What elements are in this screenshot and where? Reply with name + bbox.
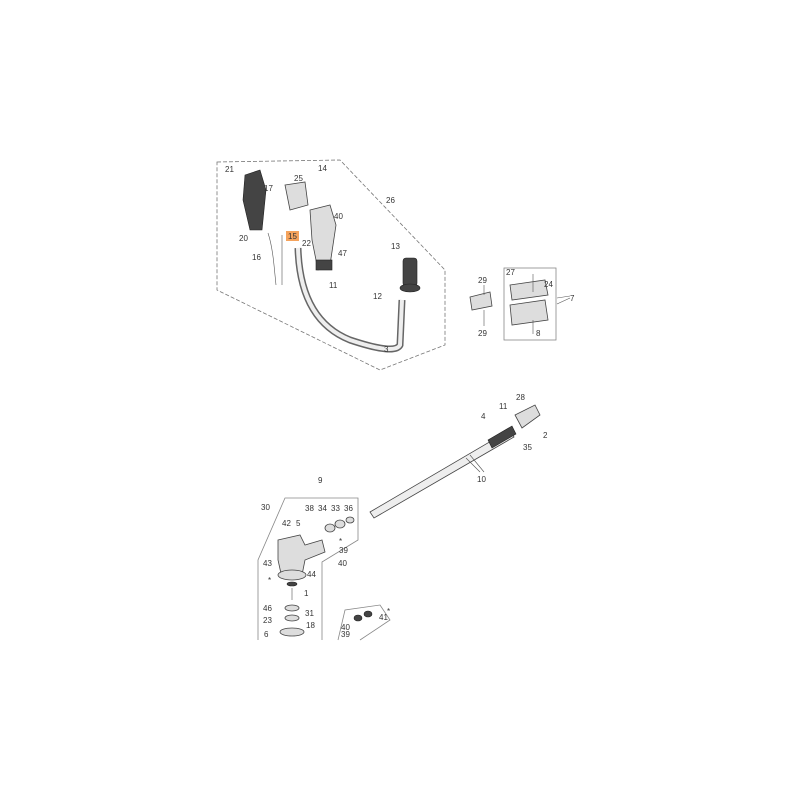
- part-label: 22: [302, 239, 311, 248]
- part-label: 33: [331, 504, 340, 513]
- part-label: *: [387, 607, 390, 616]
- part-label: 40: [341, 623, 350, 632]
- part-label: 20: [239, 234, 248, 243]
- loop-handle-tube: [294, 247, 406, 353]
- part-label: *: [339, 537, 342, 546]
- part-label: 8: [536, 329, 541, 338]
- part-label: 38: [305, 504, 314, 513]
- drive-shaft: [369, 429, 515, 519]
- part-label: 40: [338, 559, 347, 568]
- part-label: 26: [386, 196, 395, 205]
- part-label: 35: [523, 443, 532, 452]
- grip-13: [402, 257, 418, 287]
- part-label: 27: [506, 268, 515, 277]
- part-label: 4: [481, 412, 486, 421]
- part-label: 1: [304, 589, 309, 598]
- gear-group-outline: [257, 497, 359, 640]
- part-label: 13: [391, 242, 400, 251]
- part-label: 15: [288, 232, 297, 241]
- handle-half: [242, 169, 267, 231]
- part-label: 46: [263, 604, 272, 613]
- handle-base: [315, 259, 333, 271]
- part-label: 42: [282, 519, 291, 528]
- gear-subgroup-outline: [337, 604, 391, 641]
- part-label: 24: [544, 280, 553, 289]
- part-label: 6: [264, 630, 269, 639]
- shaft-grip: [487, 425, 517, 449]
- clamp-29: [469, 291, 493, 311]
- clamp-top: [509, 279, 549, 301]
- throttle-parts: [284, 181, 309, 211]
- part-label: 9: [318, 476, 323, 485]
- part-label: 31: [305, 609, 314, 618]
- spring-wire: [267, 232, 277, 286]
- grip-flange: [399, 283, 421, 293]
- part-label: 23: [263, 616, 272, 625]
- part-label: 14: [318, 164, 327, 173]
- part-label: 28: [516, 393, 525, 402]
- part-label: 17: [264, 184, 273, 193]
- part-label: 40: [334, 212, 343, 221]
- part-label: 39: [339, 546, 348, 555]
- part-label: 29: [478, 329, 487, 338]
- part-label: 44: [307, 570, 316, 579]
- part-label: 5: [296, 519, 301, 528]
- handle-group-outline: [216, 159, 446, 371]
- part-label: 43: [263, 559, 272, 568]
- clamp-bottom: [509, 299, 549, 326]
- part-label: 25: [294, 174, 303, 183]
- part-label: 30: [261, 503, 270, 512]
- part-label: 3: [384, 345, 389, 354]
- highlight-marker: [286, 231, 299, 241]
- part-label: 2: [543, 431, 548, 440]
- part-label: 41: [379, 613, 388, 622]
- part-label: 39: [341, 630, 350, 639]
- part-label: 18: [306, 621, 315, 630]
- gear-head-base: [277, 569, 307, 581]
- part-label: 47: [338, 249, 347, 258]
- part-label: 21: [225, 165, 234, 174]
- part-label: 29: [478, 276, 487, 285]
- part-label: 36: [344, 504, 353, 513]
- part-label: 16: [252, 253, 261, 262]
- gear-head: [277, 534, 326, 579]
- part-label: 7: [570, 294, 575, 303]
- part-label: 11: [499, 402, 508, 411]
- part-label: *: [268, 576, 271, 585]
- part-label: 11: [329, 281, 338, 290]
- part-label: 10: [477, 475, 486, 484]
- part-label: 12: [373, 292, 382, 301]
- shaft-clamp: [514, 404, 541, 429]
- part-label: 34: [318, 504, 327, 513]
- clamp-group-box: [503, 267, 557, 341]
